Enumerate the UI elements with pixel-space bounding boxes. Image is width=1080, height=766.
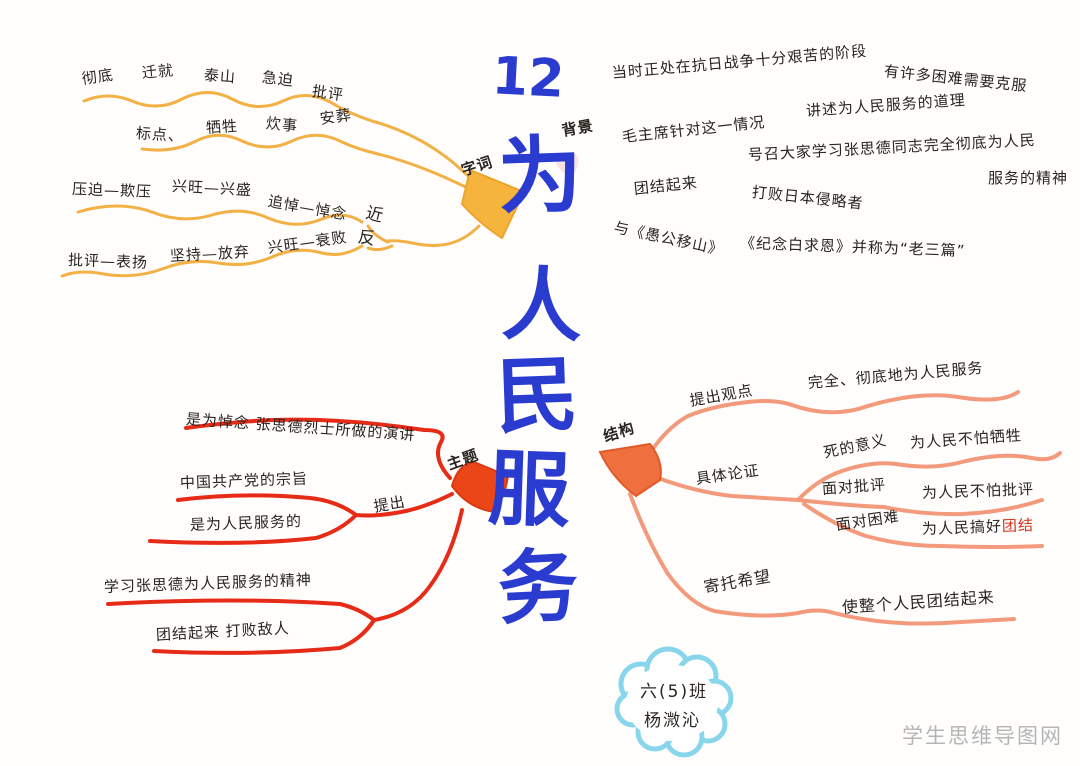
structure-arg3-detail: 为人民搞好团结 [921,516,1035,538]
signature-cloud [614,646,734,758]
structure-arg3-highlight: 团结 [1001,516,1035,536]
word-item: 炊事 [265,114,299,136]
word-branch-curves [60,91,486,278]
structure-branch-node-blob [598,442,662,498]
word-item: 牺牲 [205,116,239,137]
title-lesson-number: 12 [490,46,566,110]
structure-arg2-detail: 为人民不怕批评 [921,480,1035,502]
title-char-fu: 服 [486,441,572,540]
word-item: 泰山 [203,66,237,87]
antonym-pair: 批评—表扬 [67,251,149,272]
synonym-pair: 压迫—欺压 [71,180,153,201]
title-char-wu: 务 [495,538,581,637]
antonym-pair: 坚持—放弃 [169,242,251,265]
title-char-min: 民 [494,347,580,446]
structure-arg2: 面对批评 [821,475,887,498]
watermark: 学生思维导图网 [902,724,1063,748]
title-char-ren: 人 [500,257,584,354]
word-item: 标点、 [135,124,185,146]
signature-student-name: 杨溦沁 [644,711,701,731]
word-item: 迁就 [141,61,175,82]
word-branch-node-blob [460,168,526,240]
word-item: 批评 [310,82,346,105]
theme-branch-node-blob [450,460,510,514]
antonym-branch-label: 反 [356,227,378,250]
theme-purpose-2: 是为人民服务的 [189,512,303,534]
signature-class: 六(5)班 [640,682,709,702]
word-item: 彻底 [80,65,115,88]
word-item: 安葬 [318,105,353,128]
structure-arg3-detail-text: 为人民搞好 [921,517,1003,538]
theme-purpose-1: 中国共产党的宗旨 [179,469,309,492]
pink-heart-doodle [555,153,579,180]
synonym-pair: 兴旺—兴盛 [171,177,253,200]
theme-branch-curves [106,417,464,655]
structure-branch-curves [628,390,1062,626]
background-item-call-cont: 服务的精神 [988,169,1069,187]
word-item: 急迫 [260,68,295,90]
title-char-wei: 为 [496,125,584,227]
